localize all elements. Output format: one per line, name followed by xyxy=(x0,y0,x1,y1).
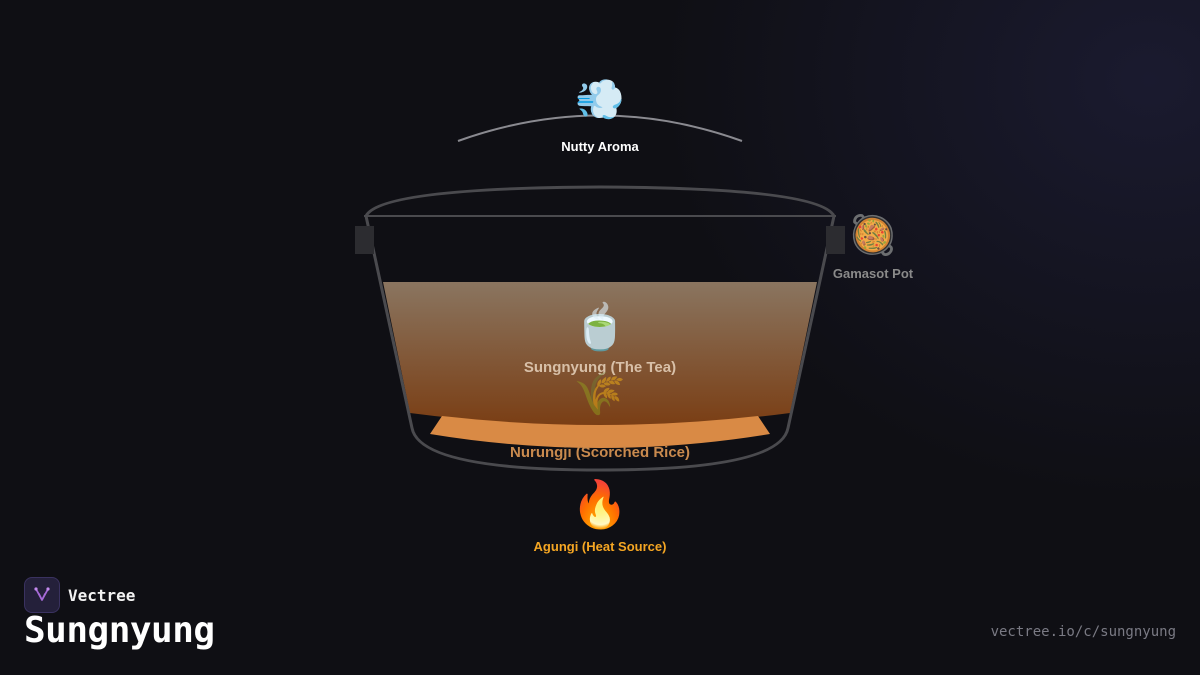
brand-name: Vectree xyxy=(68,585,136,605)
rice-label: Nurungji (Scorched Rice) xyxy=(510,444,690,461)
aroma-arc xyxy=(457,114,743,142)
teacup-icon: 🍵 xyxy=(573,300,628,353)
aroma-label: Nutty Aroma xyxy=(561,139,639,154)
pot-body xyxy=(364,215,836,472)
pot-handle-right xyxy=(826,226,845,254)
heat-label: Agungi (Heat Source) xyxy=(534,539,667,554)
rice-layer xyxy=(430,416,770,448)
pot-lid xyxy=(364,185,836,217)
pot-handle-left xyxy=(355,226,374,254)
steam-icon: 💨 xyxy=(575,77,625,123)
vectree-logo-icon xyxy=(24,577,60,613)
fire-icon: 🔥 xyxy=(571,477,628,531)
pot-label: Gamasot Pot xyxy=(833,266,914,281)
tea-liquid xyxy=(383,282,817,426)
brand: Vectree xyxy=(24,577,135,613)
rice-stalk-icon: 🌾 xyxy=(574,369,626,418)
tea-label: Sungnyung (The Tea) xyxy=(524,359,676,376)
pot-icon: 🥘 xyxy=(849,212,896,258)
page-title: Sungnyung xyxy=(24,610,215,651)
page-url: vectree.io/c/sungnyung xyxy=(990,624,1176,640)
